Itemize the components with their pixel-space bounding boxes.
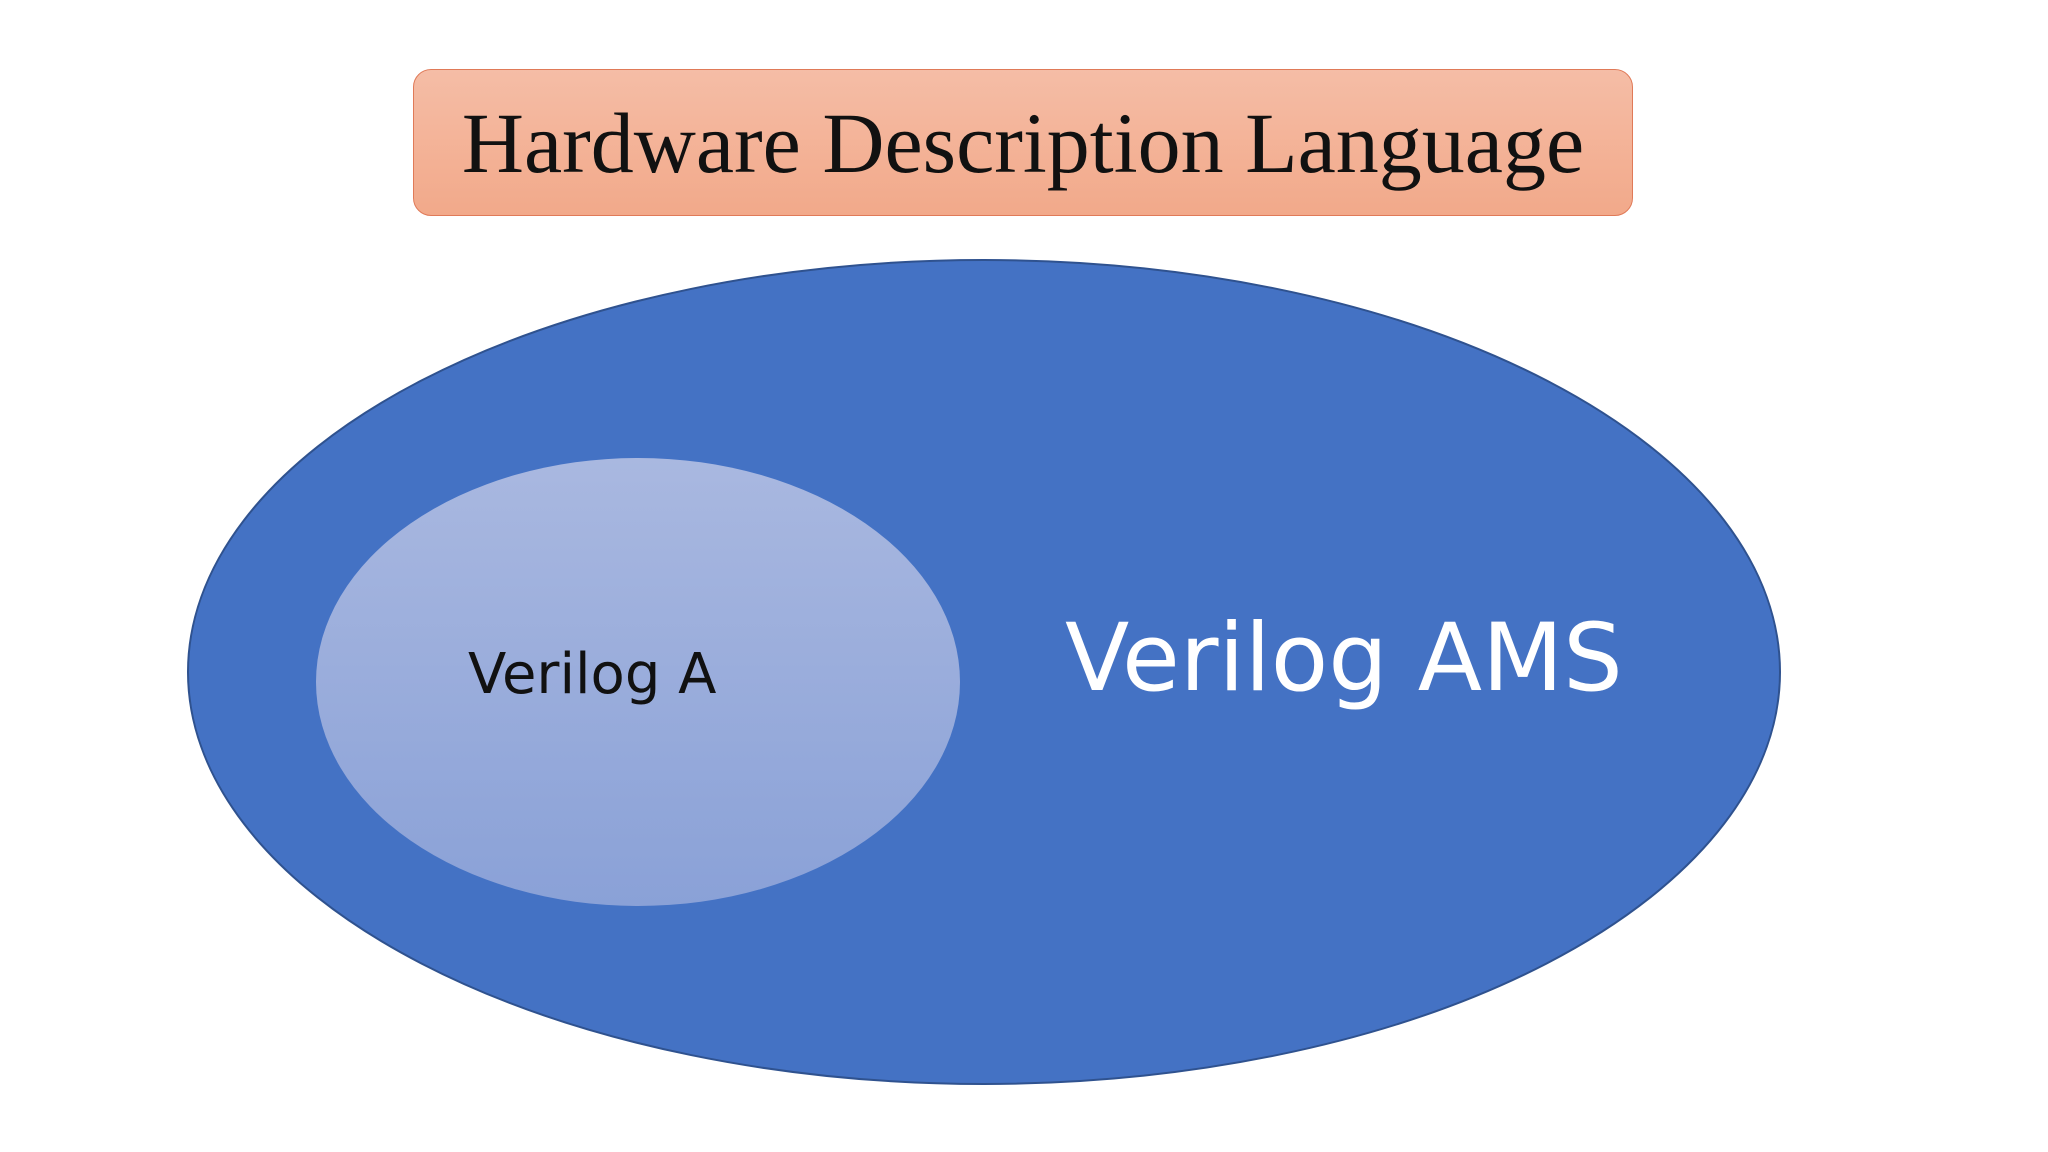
title-text: Hardware Description Language — [461, 94, 1585, 191]
title-box: Hardware Description Language — [413, 69, 1633, 216]
inner-set-label: Verilog A — [468, 642, 716, 707]
outer-set-label: Verilog AMS — [1065, 604, 1623, 713]
inner-set-ellipse — [316, 458, 960, 906]
